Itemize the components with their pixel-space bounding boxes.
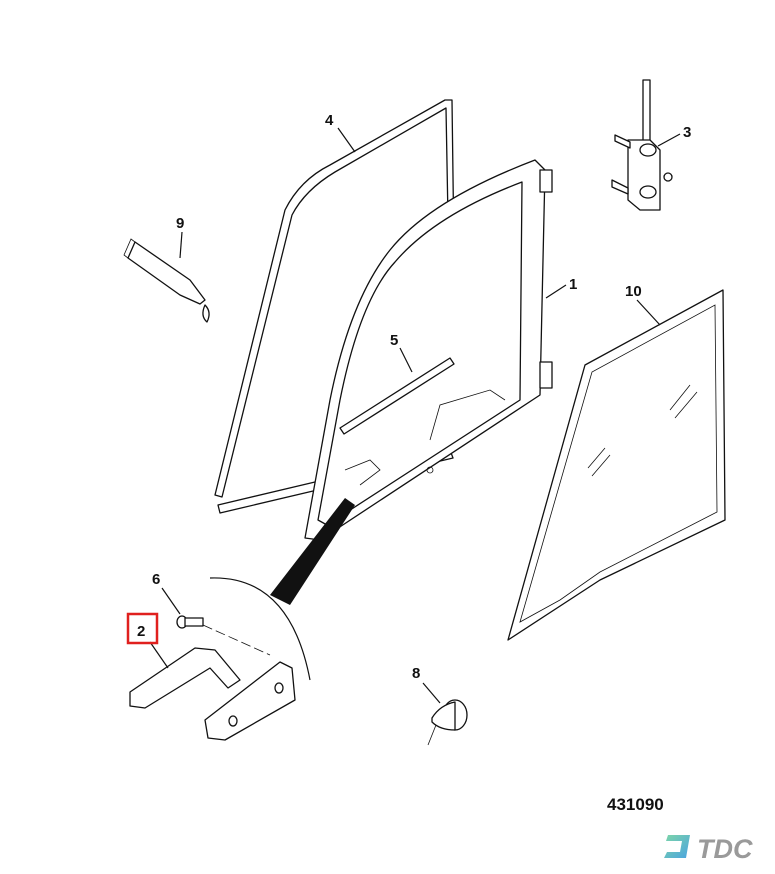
tdc-logo-icon (664, 835, 690, 858)
part-9-adhesive-tube (123, 238, 210, 323)
callout-9: 9 (176, 215, 184, 232)
leader-lines (149, 127, 681, 704)
callout-6: 6 (152, 571, 160, 588)
callout-4: 4 (325, 112, 334, 129)
part-10-glass (507, 289, 726, 641)
tdc-logo: TDC (664, 834, 753, 864)
detail-circle-arc (209, 577, 311, 681)
callout-1: 1 (569, 276, 577, 293)
part-5-strip (339, 357, 455, 435)
tdc-logo-text: TDC (697, 834, 753, 864)
callout-10: 10 (625, 283, 642, 300)
callout-5: 5 (390, 332, 398, 349)
part-3-hinge (611, 79, 673, 211)
drawing-number: 431090 (607, 795, 664, 814)
callout-2: 2 (137, 623, 145, 640)
part-6-screw (176, 615, 271, 656)
callout-labels: 4 3 9 1 10 5 6 2 8 431090 (126, 112, 691, 814)
callout-3: 3 (683, 124, 691, 141)
callout-2-highlight (126, 612, 159, 645)
callout-8: 8 (412, 665, 420, 682)
part-2-handle (129, 647, 296, 741)
detail-pointer (270, 498, 355, 605)
part-1-door-frame (304, 159, 553, 541)
part-8-plug (427, 699, 468, 746)
